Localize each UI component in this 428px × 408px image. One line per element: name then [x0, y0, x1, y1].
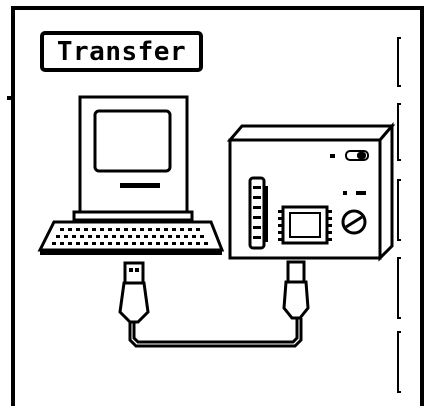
- programmer-device-icon: [230, 126, 392, 258]
- desktop-computer-icon: [74, 97, 192, 220]
- usb-cable-icon: [120, 262, 308, 346]
- frame-tick: [7, 96, 11, 100]
- screen-title-box: Transfer: [40, 31, 203, 72]
- side-bracket-segments: [398, 38, 401, 392]
- screen-title: Transfer: [57, 39, 186, 65]
- keyboard-icon: [40, 222, 222, 255]
